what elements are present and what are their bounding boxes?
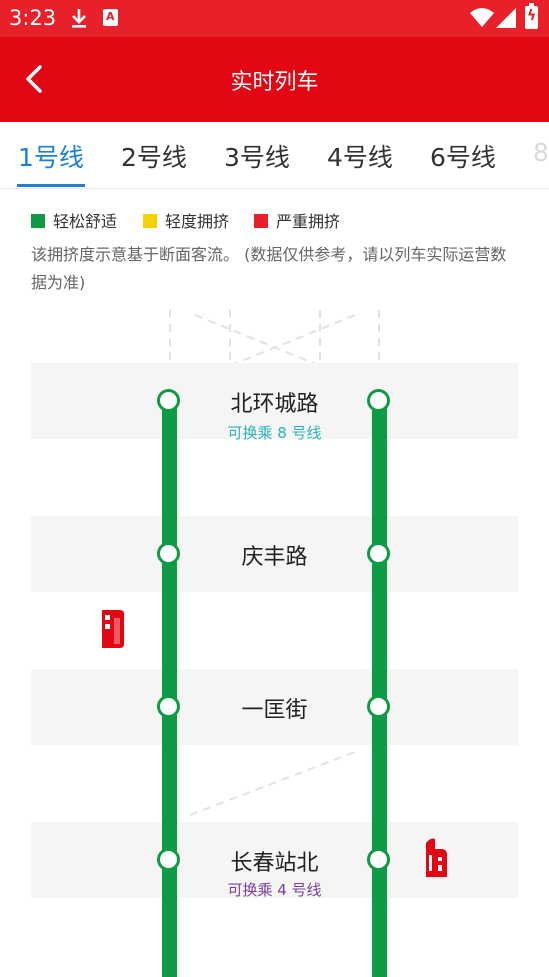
- tab-line-8[interactable]: 8: [533, 138, 549, 167]
- legend-swatch: [143, 214, 157, 228]
- station-node: [157, 695, 180, 718]
- station-node: [367, 389, 390, 412]
- tab-line-1[interactable]: 1号线: [18, 143, 84, 172]
- legend-item-comfortable: 轻松舒适: [31, 208, 117, 232]
- station-node: [367, 695, 390, 718]
- station-node: [157, 389, 180, 412]
- app-bar: 实时列车: [0, 37, 549, 122]
- legend-item-serious: 严重拥挤: [254, 208, 340, 232]
- line-map: 北环城路 可换乘 8 号线 庆丰路 一匡街 长春站北 可换乘 4 号线: [0, 305, 549, 977]
- status-bar: 3:23 A ϟ: [0, 0, 549, 37]
- wifi-icon: [470, 8, 494, 27]
- status-time: 3:23: [9, 6, 57, 30]
- tab-line-6[interactable]: 6号线: [430, 143, 496, 172]
- station-row[interactable]: [31, 363, 518, 439]
- download-icon: [72, 9, 86, 28]
- station-node: [367, 848, 390, 871]
- tab-line-2[interactable]: 2号线: [121, 143, 187, 172]
- app-notification-icon: A: [103, 9, 118, 26]
- signal-icon: [496, 8, 516, 28]
- legend-swatch: [254, 214, 268, 228]
- station-row[interactable]: [31, 516, 518, 592]
- line-tabs: 1号线 2号线 3号线 4号线 6号线 8: [0, 122, 549, 189]
- tab-indicator: [17, 184, 85, 187]
- legend-swatch: [31, 214, 45, 228]
- station-name: 一匡街: [241, 698, 308, 723]
- tab-line-4[interactable]: 4号线: [327, 143, 393, 172]
- page-title: 实时列车: [230, 70, 319, 95]
- back-button[interactable]: [18, 61, 54, 97]
- station-transfer: 可换乘 4 号线: [227, 881, 322, 899]
- station-node: [157, 542, 180, 565]
- battery-charging-icon: ϟ: [525, 3, 538, 29]
- train-icon[interactable]: [100, 608, 126, 648]
- station-row[interactable]: [31, 669, 518, 745]
- train-icon[interactable]: [423, 835, 449, 877]
- station-name: 北环城路: [230, 392, 319, 417]
- station-name: 长春站北: [230, 851, 319, 876]
- crowding-note: 该拥挤度示意基于断面客流。 (数据仅供参考，请以列车实际运营数据为准): [31, 245, 507, 292]
- station-node: [157, 848, 180, 871]
- station-name: 庆丰路: [241, 545, 308, 570]
- tab-line-3[interactable]: 3号线: [224, 143, 290, 172]
- station-transfer: 可换乘 8 号线: [227, 424, 322, 442]
- station-node: [367, 542, 390, 565]
- legend-item-light: 轻度拥挤: [143, 208, 229, 232]
